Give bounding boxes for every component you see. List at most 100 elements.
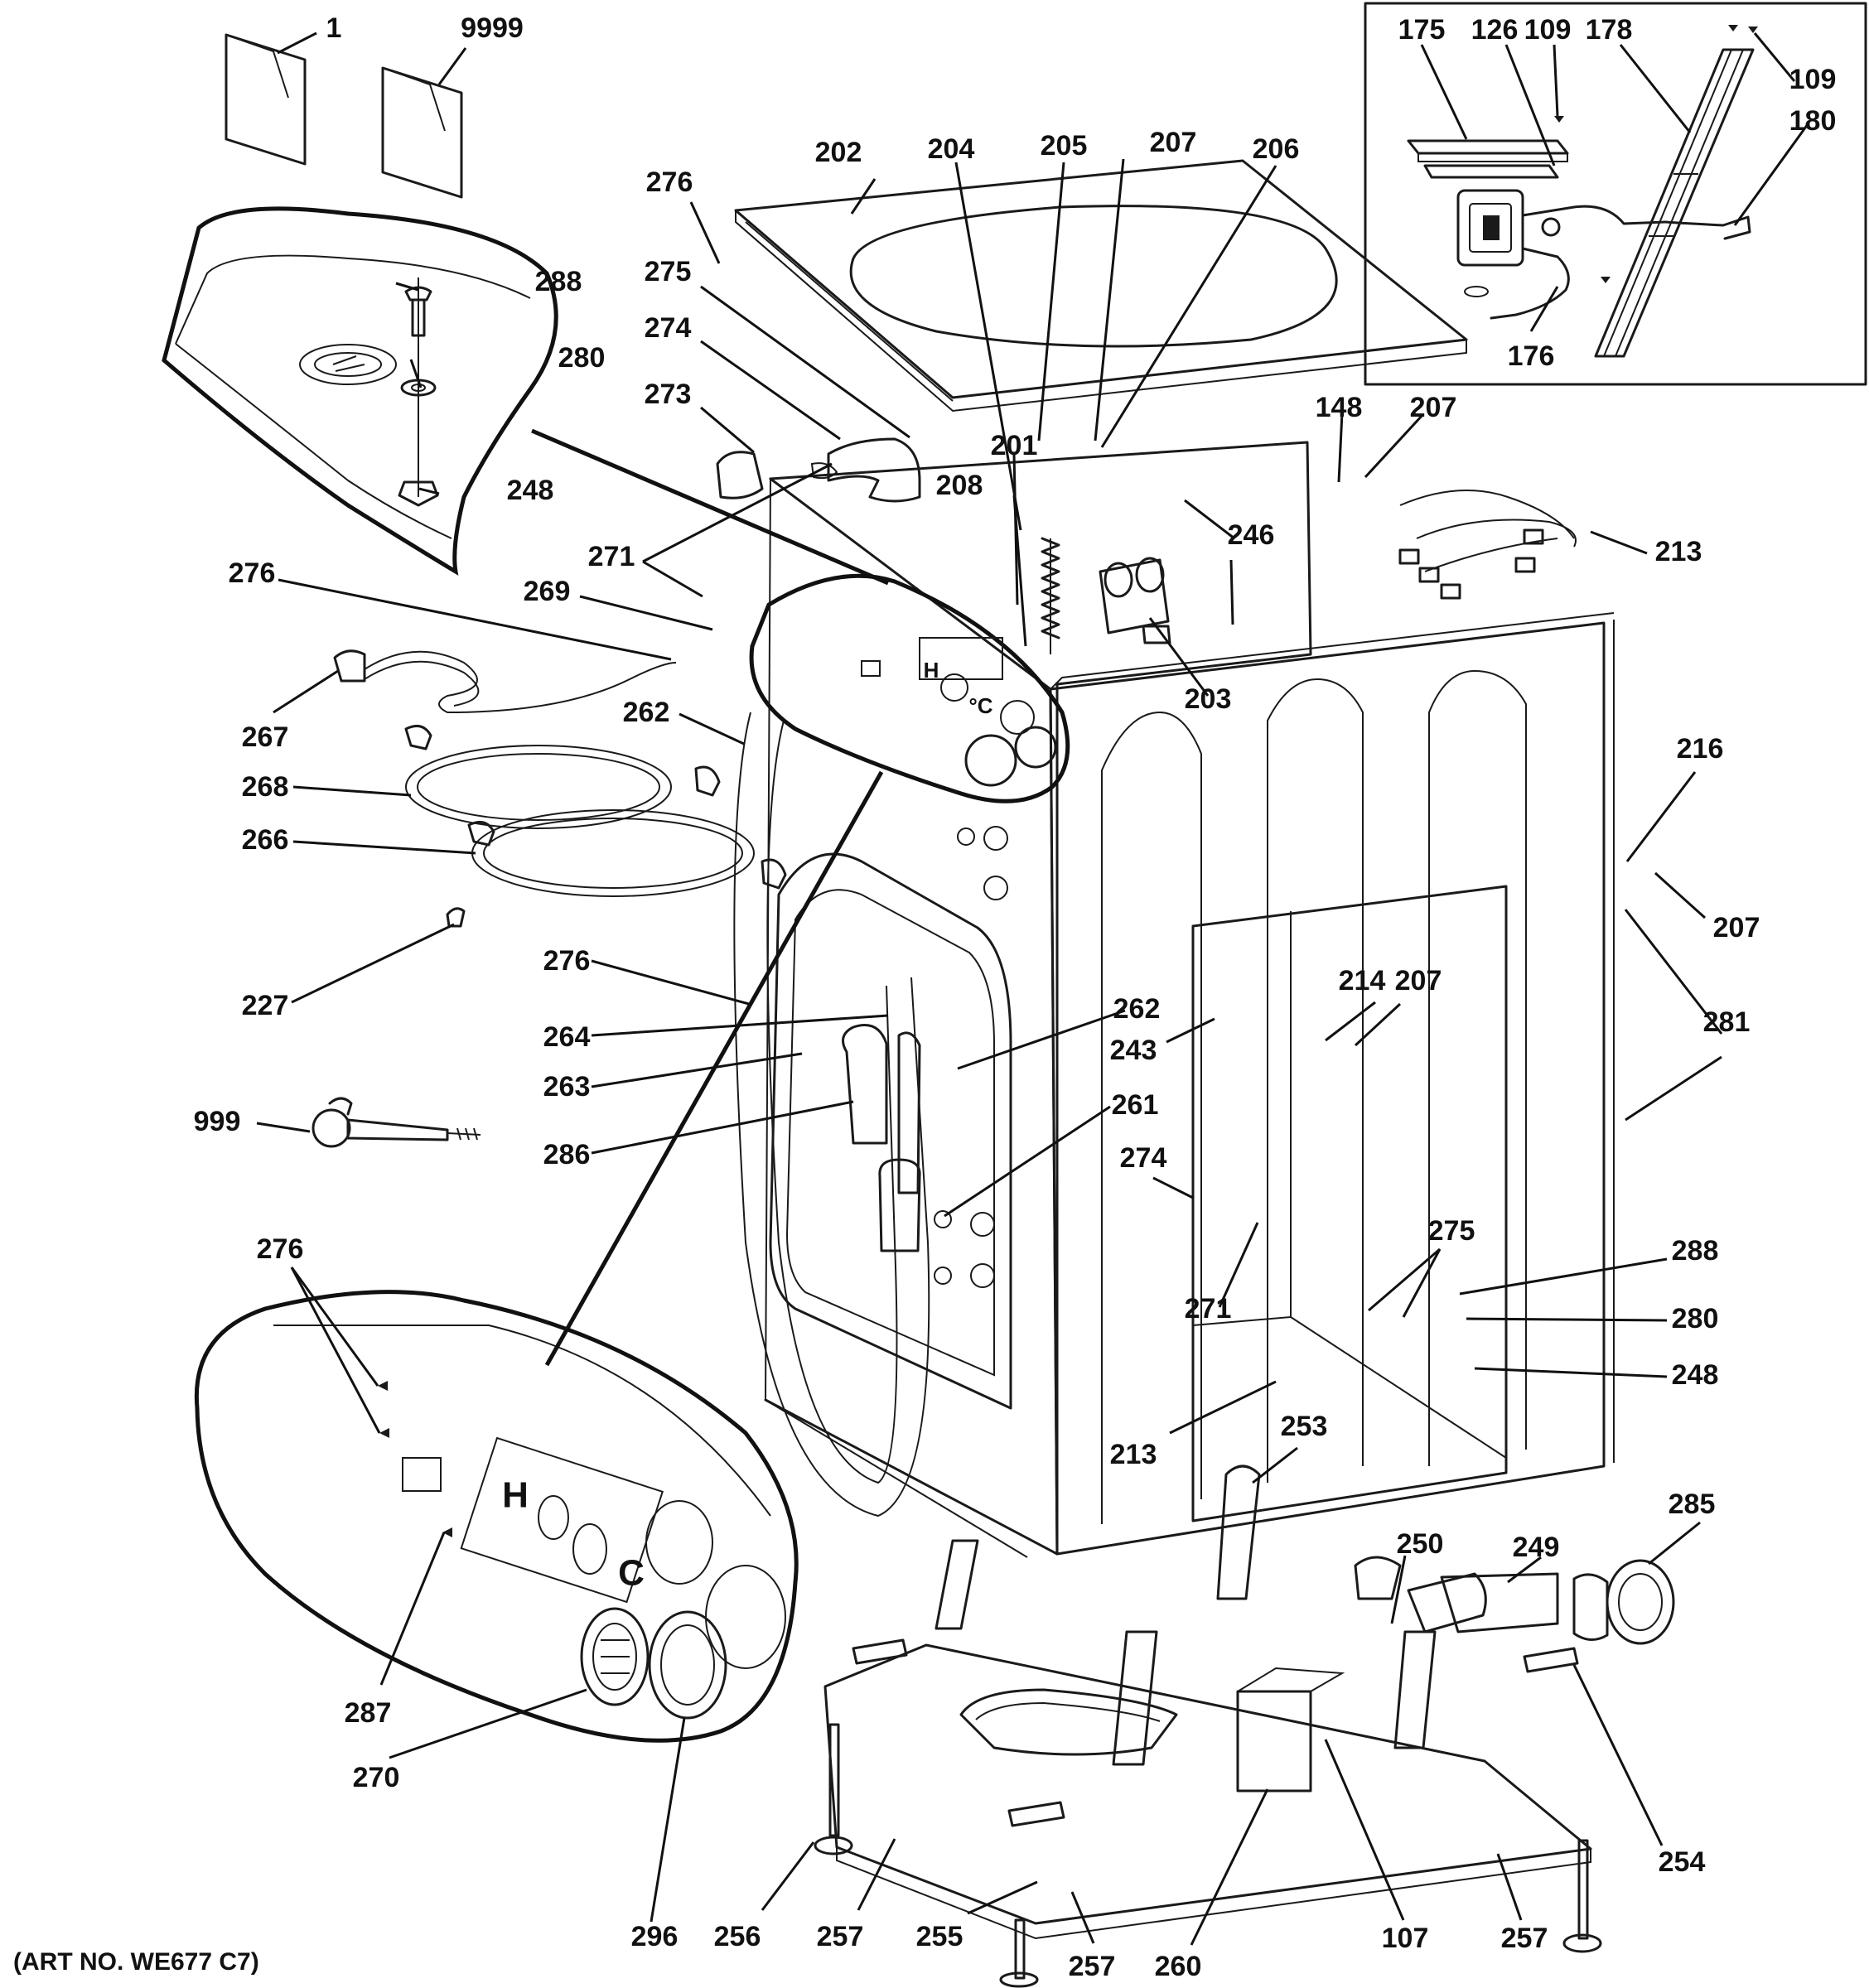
callout-label: 271: [1185, 1293, 1232, 1325]
callout-label: 286: [543, 1139, 591, 1170]
callout-label: 296: [631, 1921, 679, 1952]
top-cover: [734, 159, 1468, 413]
callout-label: 246: [1228, 519, 1275, 551]
callout-label: 260: [1155, 1951, 1202, 1982]
drain-hose-upper: [716, 437, 921, 503]
callout-label: 257: [817, 1921, 864, 1952]
callout-label: 276: [257, 1233, 304, 1265]
callout-label: 207: [1150, 127, 1197, 158]
callout-label: 257: [1069, 1951, 1116, 1982]
callout-label: 270: [353, 1762, 400, 1793]
callout-label: 263: [543, 1071, 591, 1103]
callout-label: 266: [242, 824, 289, 856]
callout-label: 9999: [461, 12, 524, 44]
callout-label: 175: [1398, 14, 1446, 46]
callout-label: 280: [558, 342, 606, 374]
callout-label: 254: [1659, 1846, 1706, 1878]
control-panel-callout-oval: H °C: [749, 573, 1070, 803]
leveling-foot: [814, 1723, 853, 1855]
manual-booklet-1: [225, 33, 307, 166]
panel-hot-letter: H: [924, 658, 939, 683]
detail-cold-letter: C: [618, 1553, 645, 1594]
callout-label: 1: [326, 12, 342, 44]
leveling-foot: [1562, 1839, 1602, 1953]
callout-label: 214: [1339, 965, 1386, 996]
callout-label: 178: [1586, 14, 1633, 46]
fill-hose-268: [404, 724, 721, 829]
fill-hose-266: [467, 809, 787, 897]
callout-label: 281: [1703, 1006, 1751, 1038]
callout-label: 276: [229, 557, 276, 589]
callout-label: 276: [543, 945, 591, 977]
callout-label: 288: [1672, 1235, 1719, 1267]
control-panel-detail-oval: H C: [194, 1290, 799, 1743]
callout-label: 213: [1110, 1439, 1157, 1470]
callout-label: 148: [1316, 392, 1363, 423]
callout-label: 253: [1281, 1411, 1328, 1442]
callout-label: 243: [1110, 1035, 1157, 1066]
cover-connector-line: [531, 428, 889, 586]
callout-label: 276: [646, 166, 693, 198]
leveling-foot: [999, 1918, 1039, 1988]
wire-harness-213: [1398, 490, 1577, 600]
callout-label: 208: [936, 470, 983, 501]
callout-label: 201: [991, 430, 1038, 461]
callout-label: 248: [507, 475, 554, 506]
power-cord-267: [333, 649, 677, 714]
inset-drain-valve-assembly: [1364, 2, 1867, 386]
callout-label: 126: [1471, 14, 1519, 46]
callout-label: 280: [1672, 1303, 1719, 1334]
callout-label: 109: [1524, 14, 1572, 46]
callout-label: 264: [543, 1021, 591, 1053]
callout-label: 207: [1410, 392, 1457, 423]
top-cover-detail-callout: [162, 206, 558, 576]
callout-label: 999: [194, 1106, 241, 1137]
shipping-bolt-999: [312, 1097, 481, 1148]
callout-labels: 1 9999 276 202 204 205 207 206 275 274 2…: [194, 12, 1837, 1982]
callout-label: 207: [1713, 912, 1760, 943]
manual-booklet-9999: [381, 66, 463, 199]
callout-label: 288: [535, 266, 582, 297]
callout-label: 109: [1789, 64, 1837, 95]
callout-label: 285: [1669, 1489, 1716, 1520]
callout-label: 205: [1041, 130, 1088, 162]
callout-label: 204: [928, 133, 975, 165]
base-frame: [814, 1464, 1675, 1988]
callout-label: 202: [815, 137, 862, 168]
detail-hot-letter: H: [502, 1475, 529, 1516]
callout-label: 275: [645, 256, 692, 287]
callout-label: 206: [1253, 133, 1300, 165]
callout-label: 268: [242, 771, 289, 803]
callout-label: 262: [623, 697, 670, 728]
callout-label: 207: [1395, 965, 1442, 996]
callout-label: 267: [242, 721, 289, 753]
callout-label: 262: [1113, 993, 1161, 1025]
callout-label: 255: [916, 1921, 963, 1952]
callout-label: 107: [1382, 1923, 1429, 1954]
elbow-227: [446, 907, 466, 928]
panel-cold-letter: °C: [968, 693, 992, 718]
callout-label: 271: [588, 541, 635, 572]
callout-label: 203: [1185, 683, 1232, 715]
leader-lines: [256, 31, 1809, 1946]
art-number-caption: (ART NO. WE677 C7): [13, 1948, 259, 1976]
callout-label: 249: [1513, 1532, 1560, 1563]
cabinet-body: [733, 441, 1615, 1558]
callout-label: 257: [1501, 1923, 1548, 1954]
callout-label: 273: [645, 379, 692, 410]
callout-label: 227: [242, 990, 289, 1021]
callout-label: 274: [1120, 1142, 1167, 1174]
callout-label: 248: [1672, 1359, 1719, 1391]
callout-label: 261: [1112, 1089, 1159, 1121]
callout-label: 274: [645, 312, 692, 344]
callout-label: 213: [1655, 536, 1702, 567]
callout-label: 180: [1789, 105, 1837, 137]
callout-label: 275: [1428, 1215, 1475, 1247]
callout-label: 176: [1508, 340, 1555, 372]
spring-205: [1041, 537, 1060, 654]
callout-label: 216: [1677, 733, 1724, 765]
callout-label: 250: [1397, 1528, 1444, 1560]
callout-label: 256: [714, 1921, 761, 1952]
callout-label: 269: [524, 576, 571, 607]
